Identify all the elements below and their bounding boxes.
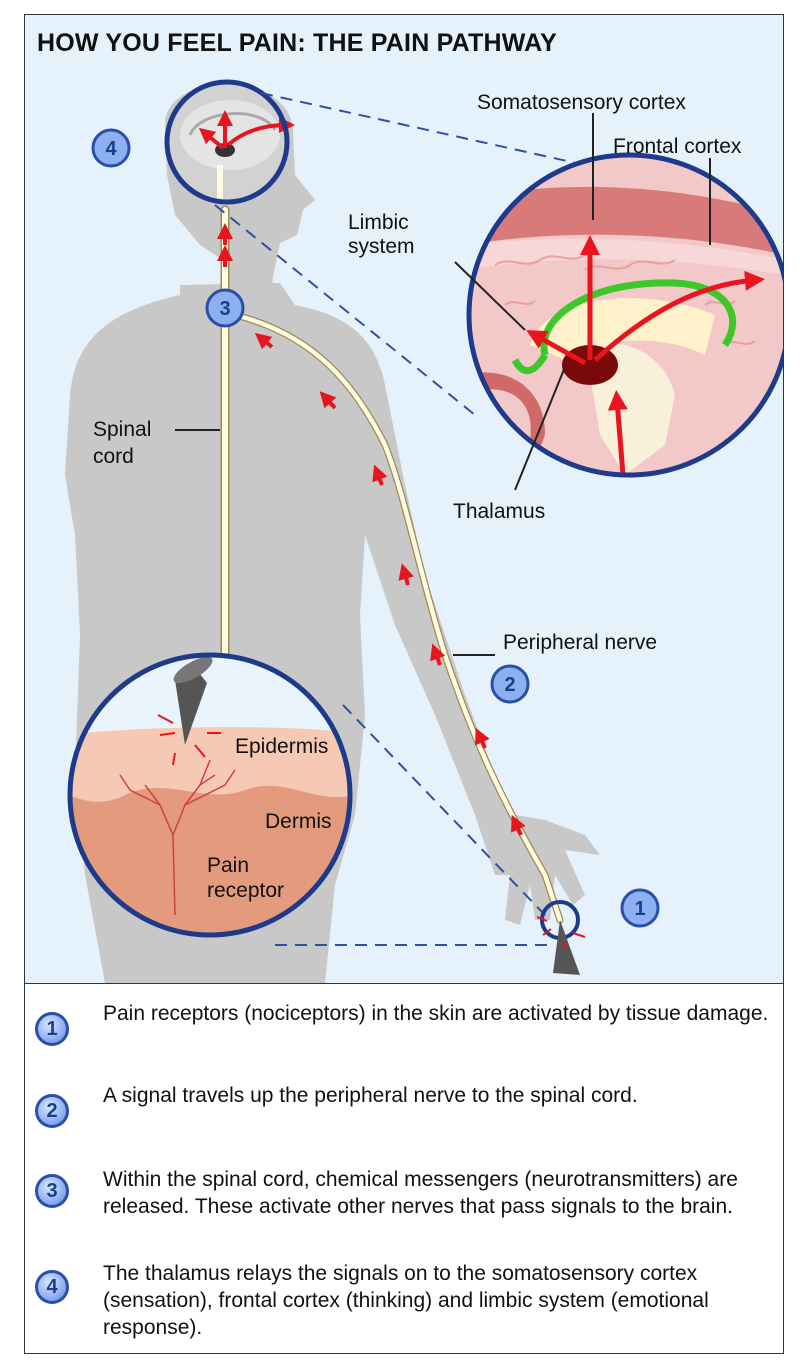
marker-2: 2 — [492, 666, 528, 702]
label-limbic-line2: system — [348, 235, 415, 259]
marker-3: 3 — [207, 290, 243, 326]
label-limbic-line1: Limbic — [348, 211, 409, 235]
legend: 1 Pain receptors (nociceptors) in the sk… — [25, 990, 783, 1352]
marker-3-text: 3 — [219, 298, 230, 320]
label-spinal-line1: Spinal — [93, 418, 151, 442]
label-somatosensory-cortex: Somatosensory cortex — [477, 91, 686, 115]
marker-1: 1 — [622, 890, 658, 926]
legend-number-1: 1 — [35, 1012, 69, 1046]
head-brain-circle — [167, 82, 287, 202]
legend-text-2: A signal travels up the peripheral nerve… — [103, 1082, 773, 1109]
label-frontal-cortex: Frontal cortex — [613, 135, 741, 159]
marker-1-text: 1 — [634, 898, 645, 920]
marker-2-text: 2 — [504, 674, 515, 696]
legend-number-3: 3 — [35, 1174, 69, 1208]
label-pain-line2: receptor — [207, 879, 284, 903]
label-peripheral-nerve: Peripheral nerve — [503, 631, 657, 655]
legend-text-4: The thalamus relays the signals on to th… — [103, 1260, 773, 1341]
marker-4: 4 — [93, 130, 129, 166]
pain-pathway-diagram: 4 3 2 1 HOW YOU FEEL PAIN: THE PAIN PATH… — [25, 15, 783, 983]
marker-4-text: 4 — [105, 138, 117, 160]
brain-zoom-circle — [465, 155, 783, 485]
legend-divider — [25, 983, 783, 984]
diagram-illustration: 4 3 2 1 — [25, 15, 783, 983]
label-dermis: Dermis — [265, 810, 332, 834]
diagram-title: HOW YOU FEEL PAIN: THE PAIN PATHWAY — [37, 29, 557, 58]
legend-number-4: 4 — [35, 1270, 69, 1304]
label-epidermis: Epidermis — [235, 735, 328, 759]
legend-text-1: Pain receptors (nociceptors) in the skin… — [103, 1000, 773, 1027]
legend-number-2: 2 — [35, 1094, 69, 1128]
label-thalamus: Thalamus — [453, 500, 545, 524]
label-pain-line1: Pain — [207, 854, 249, 878]
label-spinal-line2: cord — [93, 445, 134, 469]
legend-text-3: Within the spinal cord, chemical messeng… — [103, 1166, 773, 1220]
